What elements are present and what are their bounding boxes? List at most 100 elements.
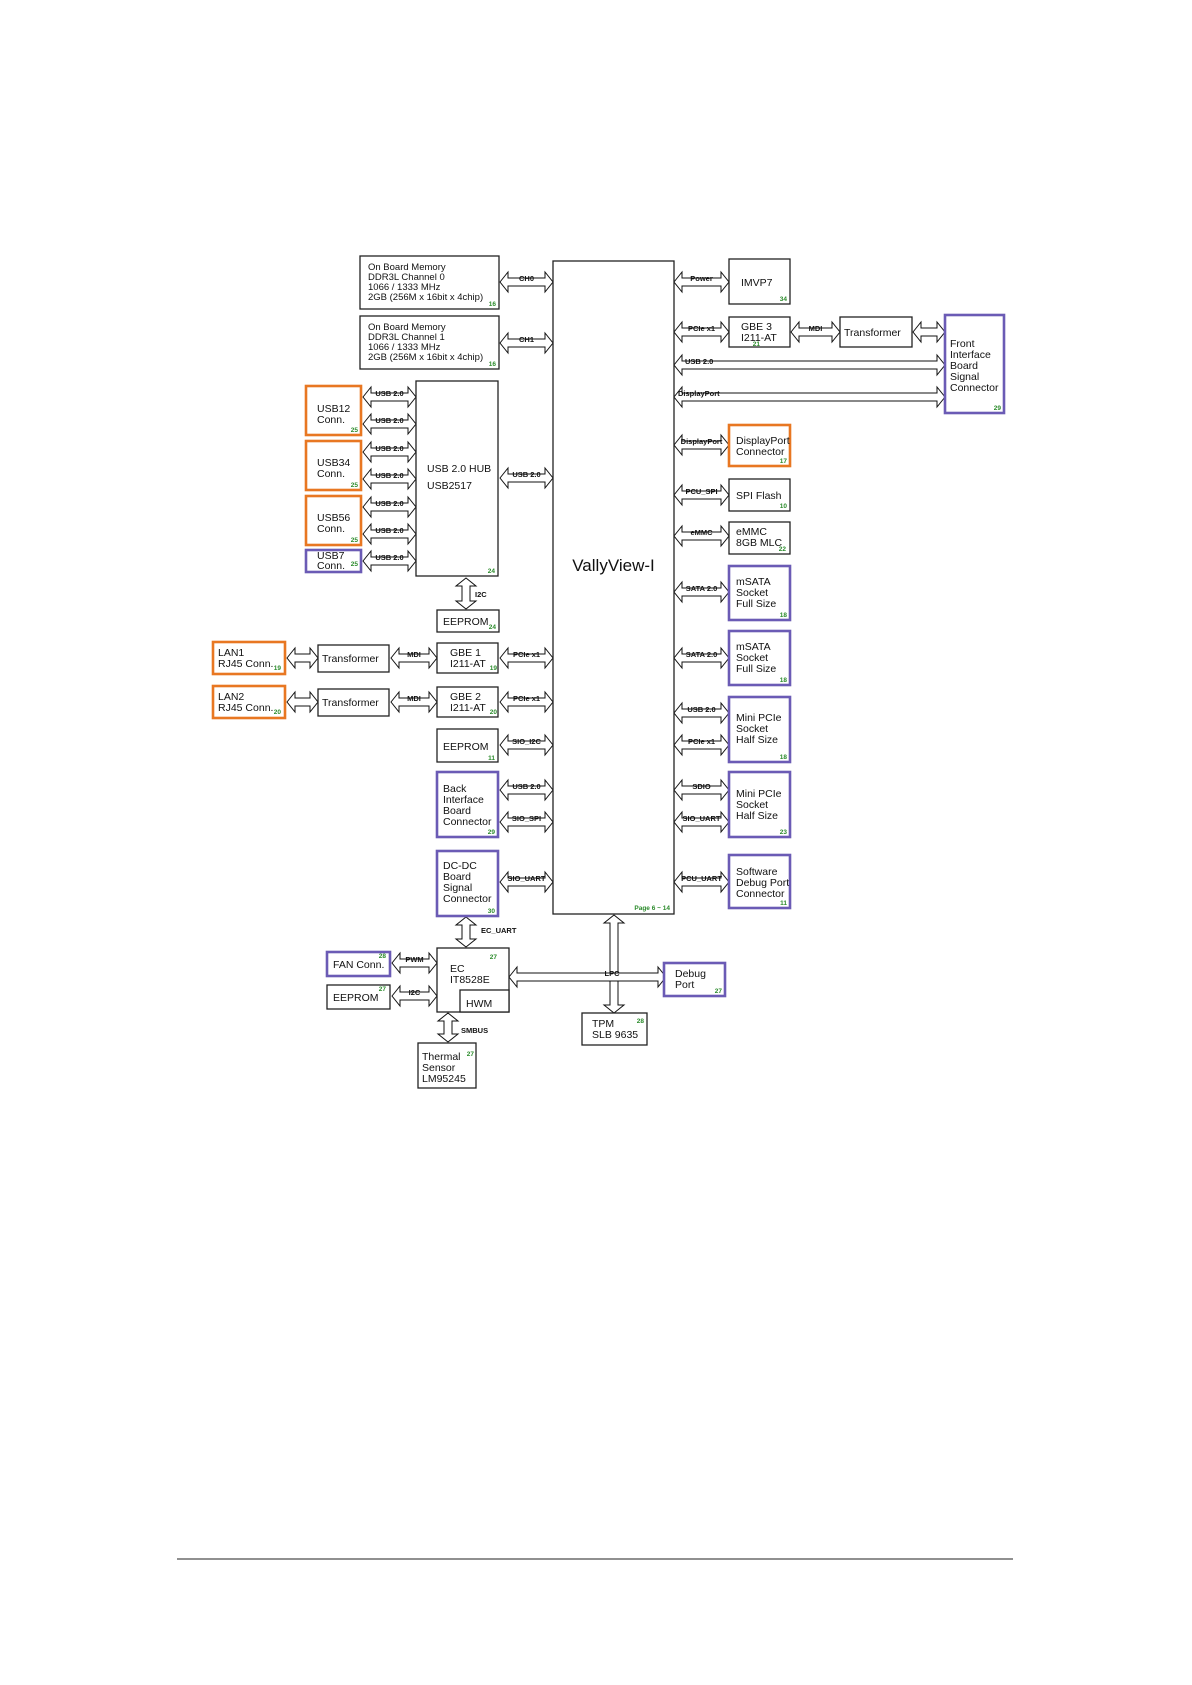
thermal-frame xyxy=(417,1042,477,1089)
lpc-arrow: LPC xyxy=(508,965,667,989)
block-label-line: Full Size xyxy=(736,598,776,610)
mem1-frame xyxy=(359,315,500,370)
page-reference: 21 xyxy=(753,341,761,348)
sio_uart-arrow: SIO_UART xyxy=(673,810,730,834)
block-label-line: 2GB (256M x 16bit x 4chip) xyxy=(368,292,483,303)
block-label-line: Debug xyxy=(675,968,706,980)
page-reference: 27 xyxy=(490,954,498,961)
sdio-arrow: SDIO xyxy=(673,778,730,802)
page-reference: 27 xyxy=(715,988,723,995)
usb34-frame xyxy=(304,439,363,492)
usb20-arrow: USB 2.0 xyxy=(673,353,946,377)
debug-frame xyxy=(662,961,727,998)
block-label-line: FAN Conn. xyxy=(333,959,384,971)
block-label-line: Mini PCIe xyxy=(736,788,782,800)
block-label-line: USB 2.0 HUB xyxy=(427,463,491,475)
ch1-arrow: CH1 xyxy=(499,331,554,355)
block-label-line: Connector xyxy=(736,446,785,458)
link-arrow xyxy=(912,320,946,344)
block-label-line: IT8528E xyxy=(450,974,490,986)
block-label-line: Front xyxy=(950,338,975,350)
emmc-frame xyxy=(728,521,791,555)
block-label-line: Transformer xyxy=(844,327,901,339)
block-label-line: Back xyxy=(443,783,467,795)
block-label-line: EC xyxy=(450,963,465,975)
fan-frame xyxy=(325,950,392,978)
block-label-line: Transformer xyxy=(322,653,379,665)
bus-label: USB 2.0 xyxy=(512,470,540,479)
sio_i2c-arrow: SIO_I2C xyxy=(499,733,554,757)
pcie_x1-arrow: PCIe x1 xyxy=(499,646,554,670)
usb56-frame xyxy=(304,494,363,547)
hub-frame xyxy=(415,380,499,577)
block-label-line: HWM xyxy=(466,998,492,1010)
dp-conn-frame xyxy=(727,423,792,468)
page-reference: 11 xyxy=(780,900,787,907)
bus-label: SATA 2.0 xyxy=(686,584,718,593)
block-label-line: I211-AT xyxy=(450,658,486,670)
usb20-arrow: USB 2.0 xyxy=(362,467,417,491)
block-label-line: Full Size xyxy=(736,663,776,675)
bus-label: SMBUS xyxy=(461,1026,488,1035)
block-label-line: EEPROM xyxy=(443,741,489,753)
block-label-line: Connector xyxy=(736,888,785,900)
sio_uart-arrow: SIO_UART xyxy=(499,870,554,894)
page-reference: 16 xyxy=(489,301,497,308)
block-label-line: RJ45 Conn. xyxy=(218,702,273,714)
sw-debug-frame xyxy=(727,853,792,910)
block-label-line: mSATA xyxy=(736,641,771,653)
gbe3-frame xyxy=(728,316,791,348)
minipcie2-frame xyxy=(727,770,792,839)
block-label-line: GBE 1 xyxy=(450,647,481,659)
bus-label: I2C xyxy=(409,988,421,997)
block-label-line: Connector xyxy=(443,816,492,828)
block-label-line: USB2517 xyxy=(427,480,472,492)
block-label-line: I211-AT xyxy=(741,332,777,344)
block-label-line: Signal xyxy=(950,371,979,383)
block-label-line: On Board Memory xyxy=(368,262,446,273)
soc-frame xyxy=(552,260,675,915)
bus-label: USB 2.0 xyxy=(375,444,403,453)
bus-label: I2C xyxy=(475,590,487,599)
power-arrow: Power xyxy=(673,270,730,294)
block-label-line: USB7 xyxy=(317,550,345,562)
bus-label: USB 2.0 xyxy=(685,357,713,366)
page-reference: 11 xyxy=(488,755,495,762)
front-if-frame xyxy=(943,313,1006,415)
mdi-arrow: MDI xyxy=(790,320,841,344)
block-label-line: USB56 xyxy=(317,512,350,524)
bus-label: SIO_I2C xyxy=(512,737,541,746)
block-label-line: Half Size xyxy=(736,734,778,746)
gbe1-frame xyxy=(436,642,499,674)
bus-label: USB 2.0 xyxy=(375,471,403,480)
msata2-frame xyxy=(727,629,792,687)
page-reference: 23 xyxy=(780,829,788,836)
pcu_spi-arrow: PCU_SPI xyxy=(673,483,730,507)
mdi-arrow: MDI xyxy=(390,690,438,714)
smbus-arrow: SMBUS xyxy=(436,1012,488,1043)
displayport-arrow: DisplayPort xyxy=(673,385,946,409)
block-label-line: Sensor xyxy=(422,1062,456,1074)
block-label-line: DDR3L Channel 1 xyxy=(368,332,445,343)
block-label-line: IMVP7 xyxy=(741,277,773,289)
ec_uart-arrow: EC_UART xyxy=(454,916,517,948)
block-label-line: Socket xyxy=(736,723,768,735)
page-reference: 29 xyxy=(994,405,1002,412)
bus-label: CH1 xyxy=(519,335,534,344)
block-label-line: GBE 3 xyxy=(741,321,772,333)
block-label-line: GBE 2 xyxy=(450,691,481,703)
block-label-line: EEPROM xyxy=(443,616,489,628)
block-label-line: LM95245 xyxy=(422,1073,466,1085)
xfmr1-frame xyxy=(317,644,390,673)
